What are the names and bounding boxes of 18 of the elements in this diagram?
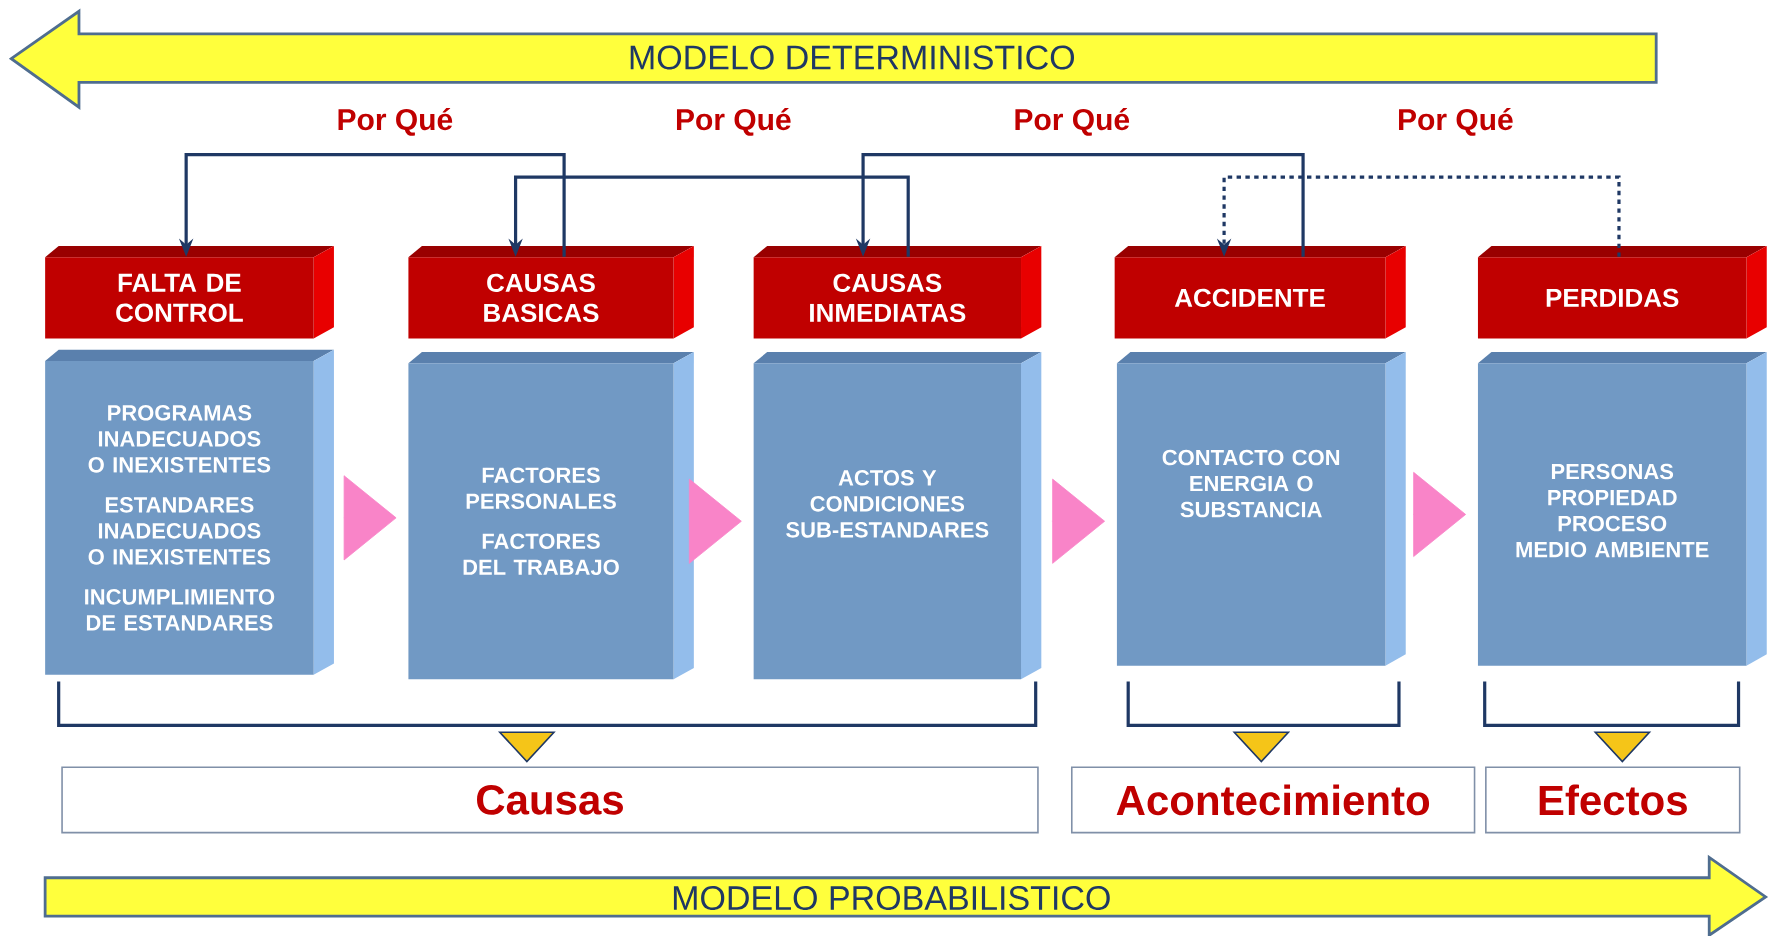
content-box: CONTACTO CON ENERGIA O SUBSTANCIA bbox=[1116, 351, 1406, 666]
content-box: PERSONAS PROPIEDAD PROCESO MEDIO AMBIENTE bbox=[1477, 351, 1767, 666]
content-box: ACTOS Y CONDICIONES SUB-ESTANDARES bbox=[753, 351, 1042, 679]
header-box: CAUSAS BASICAS bbox=[408, 245, 694, 339]
header-box: FALTA DE CONTROL bbox=[45, 245, 334, 339]
result-box: Acontecimiento bbox=[1071, 766, 1476, 834]
content-box: PROGRAMAS INADECUADOS O INEXISTENTES ESTANDARES INADECUADOS O INEXISTENTES INCUMPLIMIENTO DE ESTANDARES bbox=[45, 349, 334, 675]
header-box: ACCIDENTE bbox=[1114, 245, 1406, 339]
content-box: FACTORES PERSONALES FACTORES DEL TRABAJO bbox=[408, 351, 694, 679]
chevron-arrow bbox=[688, 478, 742, 564]
chevron-arrow bbox=[1051, 478, 1105, 564]
result-box: Causas bbox=[61, 766, 1039, 834]
header-box: CAUSAS INMEDIATAS bbox=[753, 245, 1042, 339]
result-box: Efectos bbox=[1485, 766, 1741, 834]
header-box: PERDIDAS bbox=[1477, 245, 1767, 339]
chevron-arrow bbox=[343, 475, 397, 561]
arrow-banner: MODELO PROBABILISTICO bbox=[43, 854, 1769, 936]
chevron-arrow bbox=[1413, 471, 1467, 557]
